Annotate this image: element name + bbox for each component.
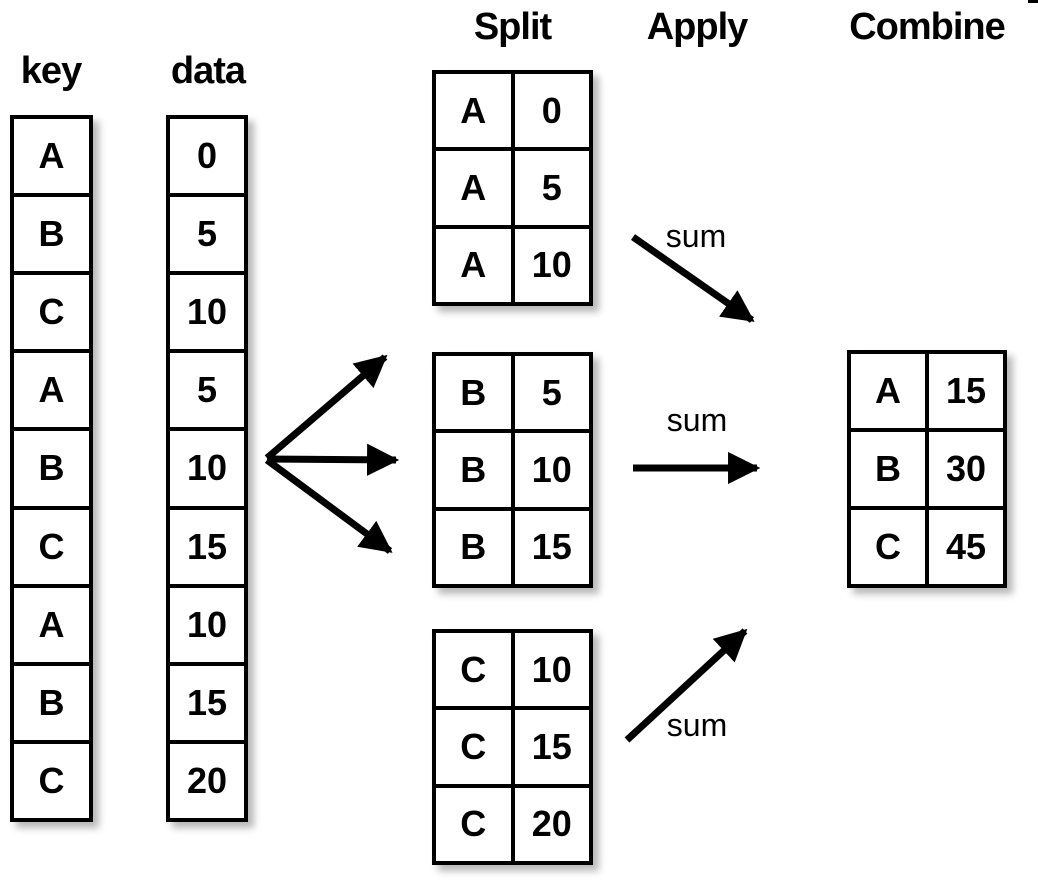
- split-stage-header: Split: [473, 6, 552, 48]
- split-key-cell: B: [436, 433, 515, 507]
- data-cell: 10: [170, 427, 244, 505]
- split-key-cell: C: [436, 633, 515, 707]
- combine-result-table: A 15 B 30 C 45: [847, 350, 1007, 588]
- data-cell: 10: [170, 583, 244, 662]
- data-column-table: 0 5 10 5 10 15 10 15 20: [166, 115, 248, 822]
- split-group-a-table: A 0 A 5 A 10: [432, 70, 593, 306]
- table-row: A 15: [851, 354, 1003, 428]
- key-cell: C: [14, 271, 89, 349]
- combine-key-cell: C: [851, 510, 929, 584]
- apply-sum-label-c: sum: [666, 707, 728, 743]
- split-value-cell: 0: [541, 89, 562, 131]
- table-row: C 45: [851, 506, 1003, 584]
- split-key-cell: C: [436, 710, 515, 784]
- table-row: C 10: [436, 633, 589, 707]
- data-cell: 0: [196, 135, 218, 177]
- data-cell: 20: [170, 739, 244, 818]
- split-key-cell: A: [436, 151, 515, 225]
- combine-value-cell: 45: [945, 526, 987, 567]
- combine-key-cell: A: [851, 354, 929, 428]
- split-value-cell: 10: [531, 448, 572, 490]
- key-cell: C: [14, 505, 89, 584]
- table-row: A 5: [436, 147, 589, 225]
- table-row: B 15: [436, 506, 589, 584]
- key-cell: A: [14, 349, 89, 427]
- split-fan-arrow-bottom: [264, 457, 393, 554]
- split-group-b-table: B 5 B 10 B 15: [432, 352, 593, 588]
- table-row: B 5: [436, 356, 589, 430]
- key-cell: A: [14, 583, 89, 662]
- corner-artifact: [1028, 0, 1038, 3]
- split-value-cell: 10: [531, 244, 572, 286]
- combine-value-cell: 15: [945, 370, 987, 411]
- split-fan-arrow-top: [264, 354, 388, 461]
- split-key-cell: C: [436, 787, 515, 861]
- table-row: A 0: [436, 74, 589, 148]
- table-row: C 15: [436, 706, 589, 784]
- combine-value-cell: 30: [945, 448, 987, 489]
- table-row: A 10: [436, 224, 589, 302]
- table-row: C 20: [436, 783, 589, 861]
- table-row: B 10: [436, 429, 589, 507]
- data-cell: 5: [170, 193, 244, 271]
- table-row: B 30: [851, 428, 1003, 506]
- data-cell: 10: [170, 271, 244, 349]
- key-column-header: key: [20, 50, 82, 92]
- data-cell: 15: [170, 505, 244, 584]
- split-key-cell: B: [436, 356, 515, 430]
- split-key-cell: A: [436, 74, 515, 148]
- data-cell: 5: [170, 349, 244, 427]
- split-fan-arrow-middle: [266, 443, 400, 476]
- key-cell: B: [14, 193, 89, 271]
- key-column-table: A B C A B C A B C: [10, 115, 93, 822]
- split-key-cell: B: [436, 510, 515, 584]
- combine-stage-header: Combine: [849, 6, 1006, 48]
- data-column-header: data: [170, 50, 246, 92]
- data-cell: 15: [170, 661, 244, 740]
- apply-stage-header: Apply: [646, 6, 749, 48]
- combine-key-cell: B: [851, 432, 929, 506]
- split-group-c-table: C 10 C 15 C 20: [432, 629, 593, 865]
- key-cell: B: [14, 661, 89, 740]
- apply-sum-label-a: sum: [665, 218, 727, 254]
- key-cell: B: [14, 427, 89, 505]
- key-cell: A: [38, 135, 65, 177]
- split-value-cell: 5: [541, 371, 562, 413]
- split-value-cell: 20: [531, 803, 572, 845]
- key-cell: C: [14, 739, 89, 818]
- split-value-cell: 10: [531, 648, 572, 690]
- split-value-cell: 15: [531, 526, 572, 568]
- split-value-cell: 5: [541, 166, 562, 208]
- split-value-cell: 15: [531, 725, 572, 767]
- split-key-cell: A: [436, 228, 515, 302]
- apply-sum-label-b: sum: [666, 402, 728, 438]
